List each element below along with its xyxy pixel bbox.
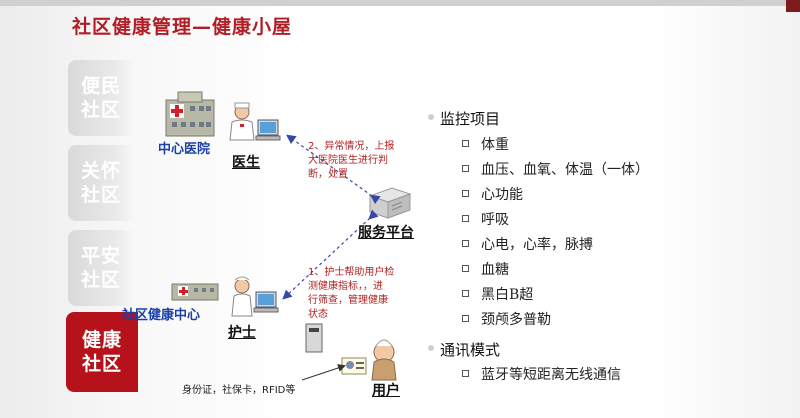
comm-heading: 通讯模式 — [440, 341, 501, 359]
bullet-dot — [428, 345, 434, 351]
server-icon — [368, 187, 412, 219]
bullet-dot — [428, 114, 434, 120]
comm-item: 蓝牙等短距离无线通信 — [462, 364, 621, 384]
doctor-label: 医生 — [232, 155, 260, 171]
nurse-icon — [231, 276, 323, 353]
top-bar — [0, 0, 800, 6]
note-report-abnormal: 2、异常情况，上报 大医院医生进行判 断，处置 — [308, 141, 395, 180]
monitor-item: 颈颅多普勒 — [462, 309, 551, 329]
monitor-item: 体重 — [462, 134, 509, 154]
monitor-item: 心功能 — [462, 184, 523, 204]
hospital-building-icon — [165, 91, 215, 137]
tab-care-community[interactable]: 关怀社区 — [68, 145, 134, 221]
monitor-item: 心电，心率，脉搏 — [462, 234, 593, 254]
tab-safe-community[interactable]: 平安社区 — [68, 230, 134, 306]
user-icon — [341, 339, 397, 381]
page-title: 社区健康管理—健康小屋 — [72, 16, 293, 38]
monitor-item: 血压、血氧、体温（一体） — [462, 159, 649, 179]
doctor-icon — [229, 102, 281, 141]
monitor-item: 呼吸 — [462, 209, 509, 229]
platform-label: 服务平台 — [358, 225, 414, 241]
tab-convenience-community[interactable]: 便民社区 — [68, 60, 134, 136]
note-nurse-check: 1、护士帮助用户检 测健康指标，，进 行筛查，管理健康 状态 — [308, 267, 395, 320]
user-label: 用户 — [372, 383, 400, 399]
corner-mark — [786, 0, 800, 12]
monitor-item: 血糖 — [462, 259, 509, 279]
tab-health-community[interactable]: 健康社区 — [66, 312, 138, 392]
id-cards-label: 身份证，社保卡，RFID等 — [182, 385, 296, 396]
center-hospital-label: 中心医院 — [158, 142, 211, 157]
community-building-icon — [171, 283, 219, 301]
monitor-item: 黑白B超 — [462, 284, 533, 304]
community-center-label: 社区健康中心 — [122, 308, 201, 323]
nurse-label: 护士 — [228, 325, 256, 341]
monitor-heading: 监控项目 — [440, 110, 501, 128]
